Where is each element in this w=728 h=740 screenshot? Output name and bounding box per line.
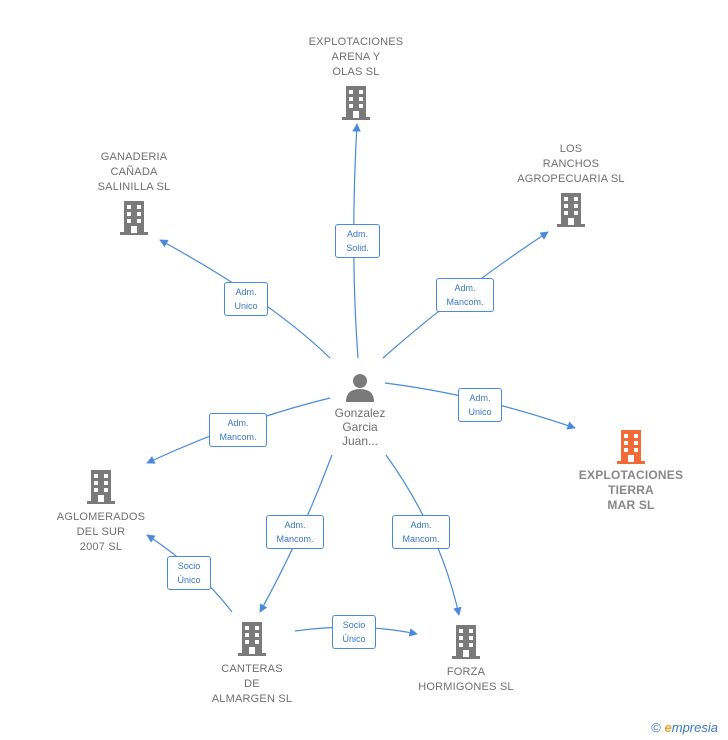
brand-name: mpresia [671,720,718,735]
company-ganaderia-name: GANADERIA CAÑADA SALINILLA SL [97,151,171,193]
copyright-icon: © [651,720,661,735]
company-ranchos-name: LOS RANCHOS AGROPECUARIA SL [517,143,625,185]
company-canteras[interactable]: CANTERAS DE ALMARGEN SL [197,622,307,707]
building-icon [120,201,148,235]
relation-label-forza[interactable]: Adm. Mancom. [392,515,450,549]
building-icon [238,622,266,656]
relation-label-tierra[interactable]: Adm. Unico [458,388,502,422]
company-tierra[interactable]: EXPLOTACIONES TIERRA MAR SL [566,430,696,513]
brand-footer[interactable]: © empresia [651,720,718,735]
person-icon [346,374,374,402]
relation-label-arena[interactable]: Adm. Solid. [335,224,380,258]
building-icon-highlight [617,430,645,464]
building-icon [342,86,370,120]
relation-label-ganaderia[interactable]: Adm. Unico [224,282,268,316]
company-aglomerados[interactable]: AGLOMERADOS DEL SUR 2007 SL [46,470,156,555]
building-icon [557,193,585,227]
relation-label-canteras[interactable]: Adm. Mancom. [266,515,324,549]
company-arena[interactable]: EXPLOTACIONES ARENA Y OLAS SL [296,35,416,120]
person-name: Gonzalez Garcia Juan... [334,406,386,448]
company-arena-name: EXPLOTACIONES ARENA Y OLAS SL [308,36,404,78]
company-aglomerados-name: AGLOMERADOS DEL SUR 2007 SL [56,511,146,553]
company-ganaderia[interactable]: GANADERIA CAÑADA SALINILLA SL [74,150,194,235]
company-tierra-name: EXPLOTACIONES TIERRA MAR SL [578,468,684,512]
building-icon [87,470,115,504]
relation-label-ranchos[interactable]: Adm. Mancom. [436,278,494,312]
company-forza-name: FORZA HORMIGONES SL [418,666,514,693]
relation-label-canteras-aglomerados[interactable]: Socio Único [167,556,211,590]
company-forza[interactable]: FORZA HORMIGONES SL [406,625,526,695]
relation-label-canteras-forza[interactable]: Socio Único [332,615,376,649]
person-node[interactable]: Gonzalez Garcia Juan... [320,372,400,448]
building-icon [452,625,480,659]
relation-label-aglomerados[interactable]: Adm. Mancom. [209,413,267,447]
company-ranchos[interactable]: LOS RANCHOS AGROPECUARIA SL [506,142,636,227]
brand-logo-e: e [664,720,672,735]
company-canteras-name: CANTERAS DE ALMARGEN SL [211,663,293,705]
